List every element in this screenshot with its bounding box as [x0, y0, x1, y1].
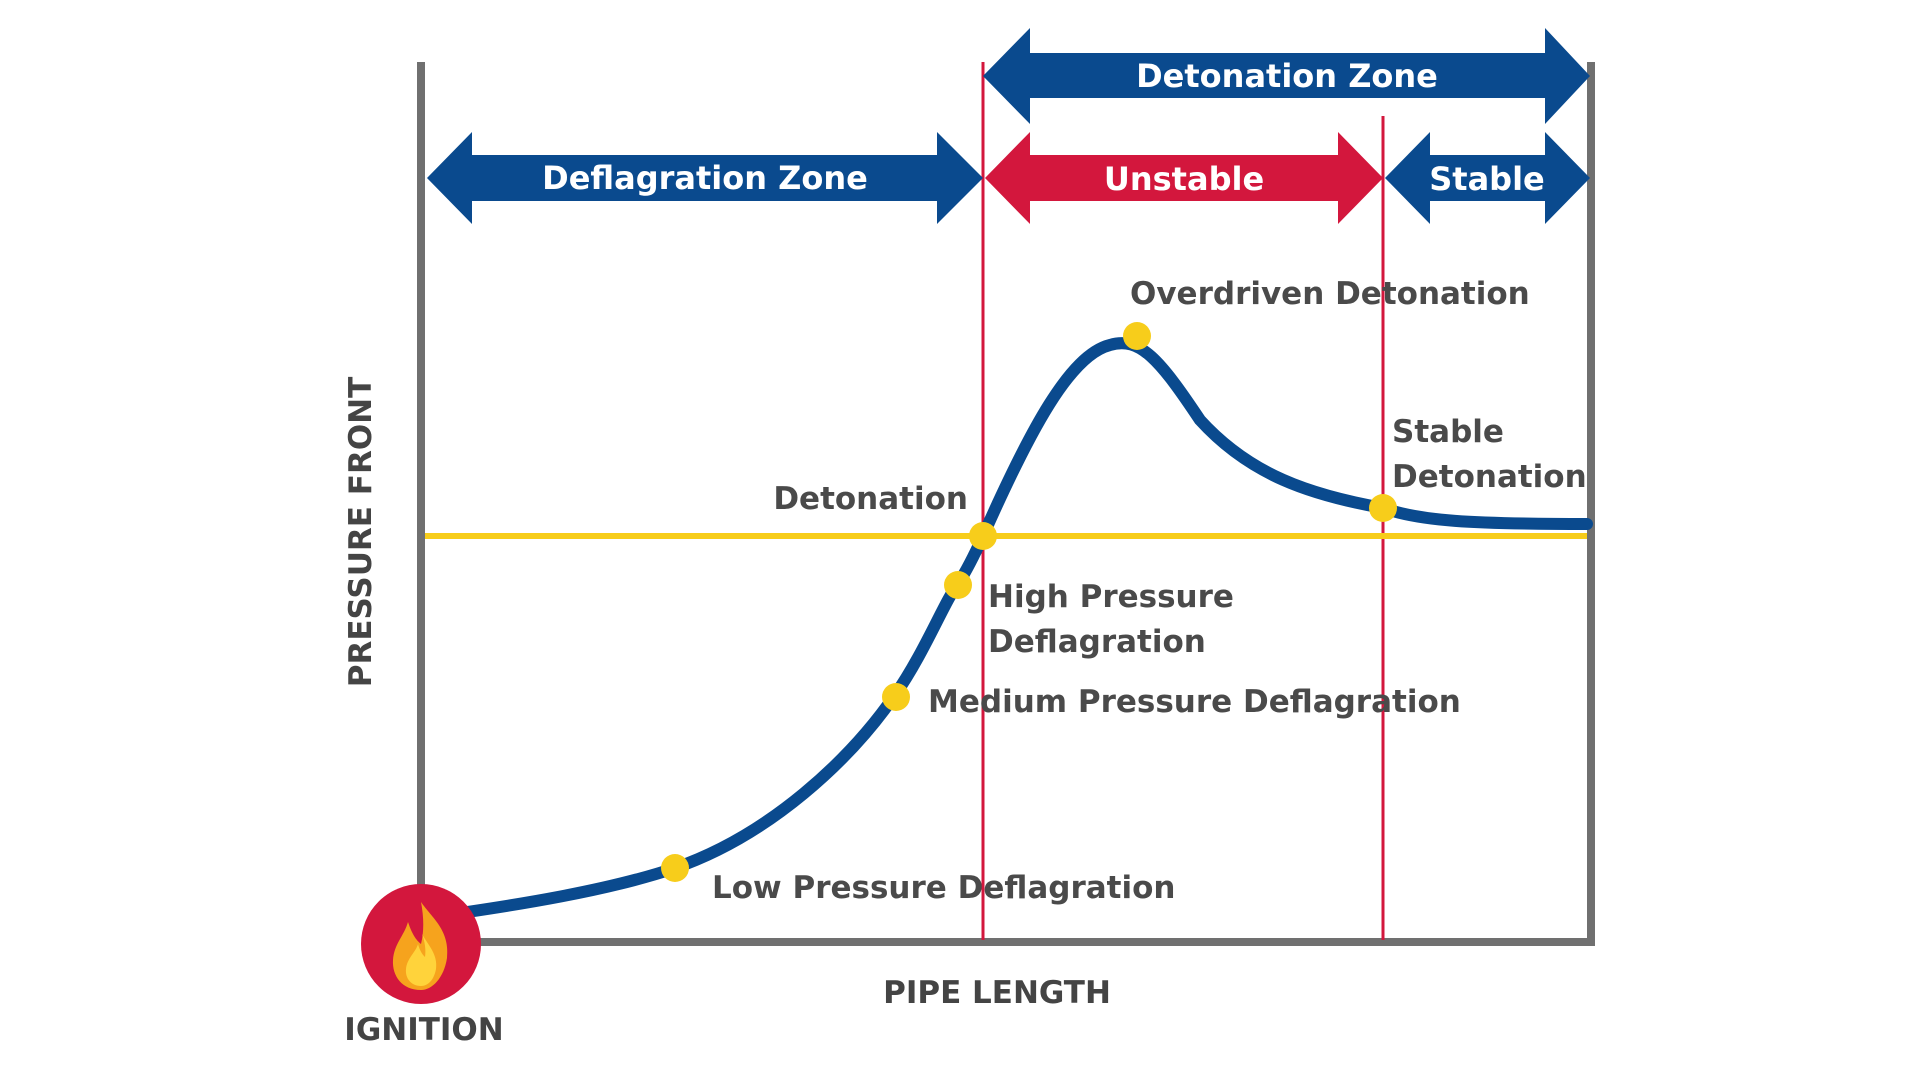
high-pressure-point — [944, 571, 972, 599]
unstable-arrow — [985, 132, 1383, 224]
stable-detonation-label-line1: Stable — [1392, 414, 1504, 450]
high-pressure-label-line2: Deflagration — [988, 624, 1206, 660]
deflagration-zone-label: Deflagration Zone — [542, 159, 868, 197]
low-pressure-point — [661, 854, 689, 882]
detonation-zone-arrow — [983, 28, 1590, 124]
detonation-zone-label: Detonation Zone — [1136, 57, 1438, 95]
medium-pressure-label: Medium Pressure Deflagration — [928, 684, 1461, 720]
detonation-point — [969, 522, 997, 550]
stable-arrow — [1385, 132, 1590, 224]
low-pressure-label: Low Pressure Deflagration — [712, 870, 1175, 906]
pressure-curve — [419, 337, 1593, 924]
stable-detonation-label-line2: Detonation — [1392, 459, 1587, 495]
y-axis-label: PRESSURE FRONT — [343, 377, 379, 688]
unstable-label: Unstable — [1104, 160, 1264, 198]
stable-detonation-point — [1369, 494, 1397, 522]
overdriven-label: Overdriven Detonation — [1130, 276, 1530, 312]
ignition-icon — [361, 884, 481, 1004]
overdriven-point — [1123, 322, 1151, 350]
medium-pressure-point — [882, 683, 910, 711]
deflagration-zone-arrow — [427, 132, 983, 224]
detonation-label: Detonation — [773, 481, 968, 517]
x-axis-label: PIPE LENGTH — [883, 975, 1111, 1011]
ignition-label: IGNITION — [344, 1012, 503, 1048]
stable-label: Stable — [1429, 160, 1545, 198]
high-pressure-label-line1: High Pressure — [988, 579, 1234, 615]
